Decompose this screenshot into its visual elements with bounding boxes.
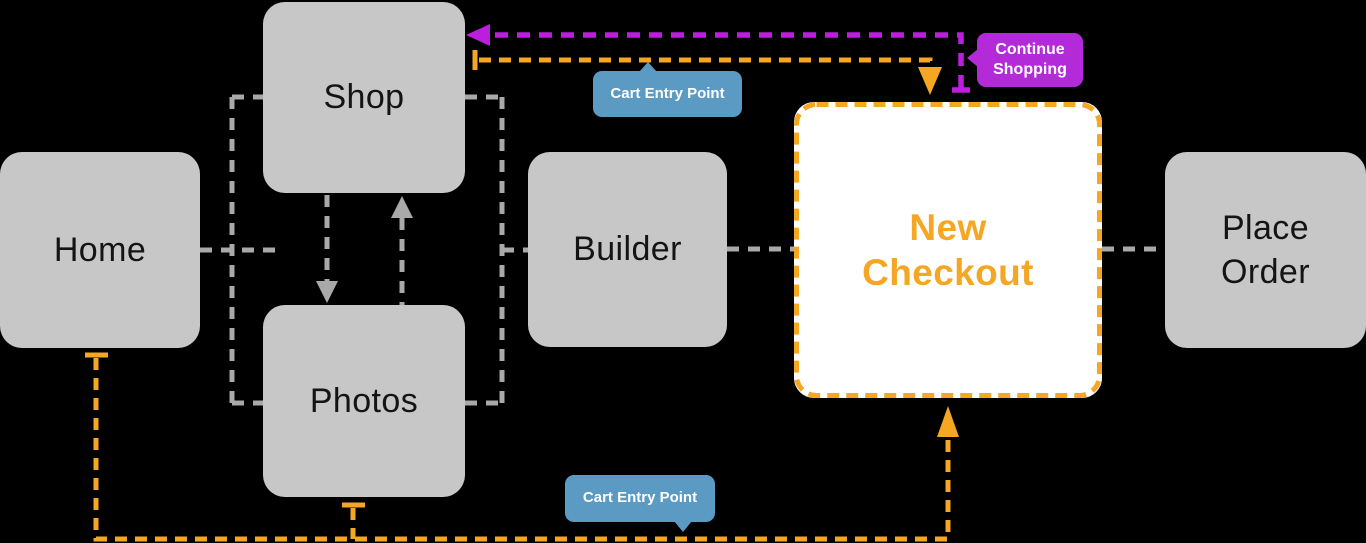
node-builder: Builder [528,152,727,347]
badge-cart-entry-top: Cart Entry Point [593,62,742,117]
node-new-checkout: New Checkout [794,102,1102,398]
node-builder-label: Builder [573,230,682,269]
badge-cart-entry-top-label: Cart Entry Point [610,84,725,102]
edge-shop-to-checkout-cart [479,57,933,68]
arrowhead-down-gray [316,281,338,303]
node-place-order-label: Place Order [1221,208,1310,291]
badge-cart-entry-bottom-label: Cart Entry Point [582,489,698,507]
node-home: Home [0,152,200,348]
node-new-checkout-label: New Checkout [862,206,1034,293]
badge-tail-down [674,521,692,532]
node-photos: Photos [263,305,465,497]
badge-continue-shopping-label: Continue Shopping [993,41,1067,78]
node-shop: Shop [263,2,465,193]
arrowhead-left-purple [466,24,490,46]
node-place-order: Place Order [1165,152,1366,348]
badge-tail-up [639,62,657,72]
arrowhead-up-orange [937,406,959,437]
node-photos-label: Photos [309,381,419,420]
badge-tail-left [967,49,978,67]
node-home-label: Home [53,230,147,269]
badge-cart-entry-bottom: Cart Entry Point [565,475,715,532]
arrowhead-up-gray [391,196,413,218]
arrowhead-down-orange [918,67,942,95]
node-shop-label: Shop [323,78,405,117]
badge-continue-shopping: Continue Shopping [967,33,1083,87]
